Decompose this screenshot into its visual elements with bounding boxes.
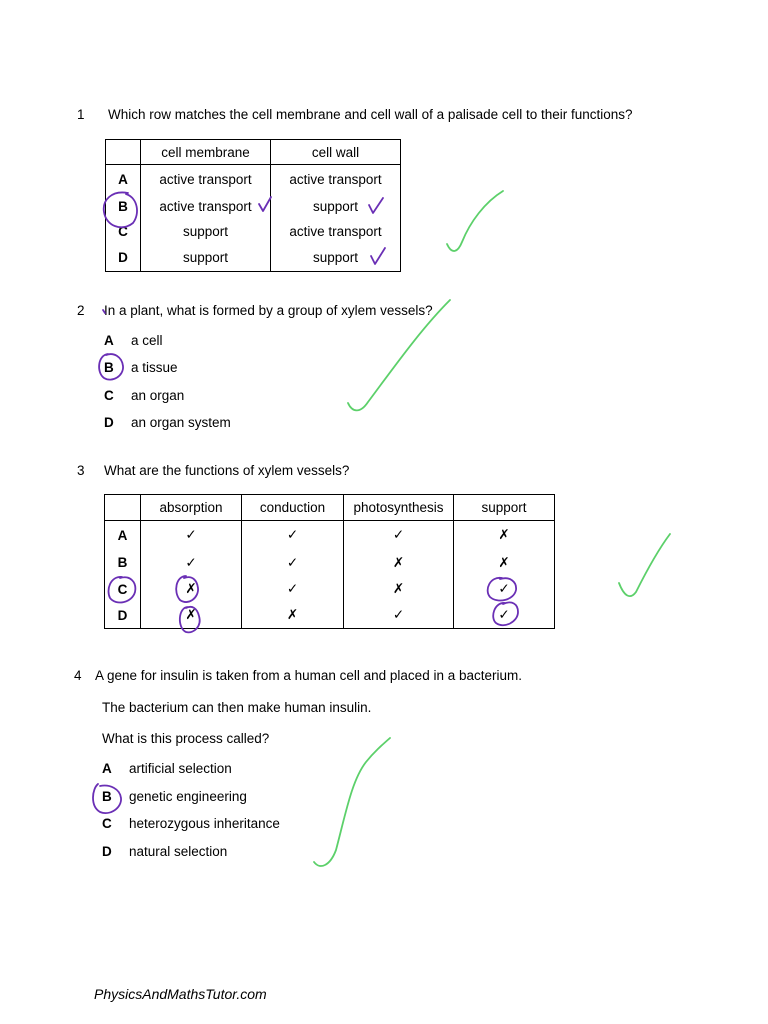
- option-text: heterozygous inheritance: [129, 816, 280, 831]
- table-cell: ✓: [140, 549, 242, 576]
- table-row: B ✓ ✓ ✗ ✗: [104, 549, 555, 576]
- row-letter: D: [104, 602, 141, 629]
- tick-mark-icon: [446, 190, 504, 252]
- question-2-text: In a plant, what is formed by a group of…: [104, 303, 433, 318]
- option-text: an organ: [131, 388, 185, 403]
- table-cell: ✗: [343, 575, 454, 603]
- row-letter: C: [104, 575, 141, 603]
- table-cell: active transport: [140, 164, 271, 194]
- question-1-text: Which row matches the cell membrane and …: [108, 107, 633, 122]
- table-header-conduction: conduction: [241, 494, 344, 521]
- option-letter: C: [104, 388, 114, 403]
- option-text: genetic engineering: [129, 789, 247, 804]
- question-2-number: 2: [77, 303, 85, 318]
- table-header-blank: [105, 139, 141, 165]
- table-row: C ✗ ✓ ✗ ✓: [104, 575, 555, 603]
- option-text: a tissue: [131, 360, 178, 375]
- question-3-text: What are the functions of xylem vessels?: [104, 463, 350, 478]
- table-cell: active transport: [270, 164, 401, 194]
- table-cell: ✗: [453, 520, 555, 550]
- table-header-support: support: [453, 494, 555, 521]
- row-letter: A: [105, 164, 141, 194]
- table-cell: ✓: [241, 549, 344, 576]
- table-header-blank: [104, 494, 141, 521]
- option-letter: B: [104, 360, 114, 375]
- question-1-table: cell membrane cell wall A active transpo…: [105, 139, 401, 272]
- table-row: D ✗ ✗ ✓ ✓: [104, 602, 555, 629]
- table-header-photosynthesis: photosynthesis: [343, 494, 454, 521]
- option-letter: A: [102, 761, 112, 776]
- table-cell: ✓: [241, 520, 344, 550]
- table-cell: ✓: [140, 520, 242, 550]
- table-row: A ✓ ✓ ✓ ✗: [104, 520, 555, 550]
- table-cell: ✓: [453, 602, 555, 629]
- table-cell: support: [140, 218, 271, 244]
- option-letter: A: [104, 333, 114, 348]
- option-text: natural selection: [129, 844, 228, 859]
- question-4-line-2: The bacterium can then make human insuli…: [102, 700, 372, 715]
- option-text: artificial selection: [129, 761, 232, 776]
- table-row: D support support: [105, 243, 401, 272]
- option-letter: C: [102, 816, 112, 831]
- table-header-cell-wall: cell wall: [270, 139, 401, 165]
- question-4-line-3: What is this process called?: [102, 731, 270, 746]
- table-row: B active transport support: [105, 193, 401, 219]
- question-3-table: absorption conduction photosynthesis sup…: [104, 494, 555, 629]
- table-cell: ✗: [241, 602, 344, 629]
- footer-brand: PhysicsAndMathsTutor.com: [94, 986, 267, 1002]
- option-letter: D: [104, 415, 114, 430]
- row-letter: B: [105, 193, 141, 219]
- tick-mark-icon: [313, 737, 391, 867]
- table-row: C support active transport: [105, 218, 401, 244]
- table-cell: ✗: [140, 575, 242, 603]
- row-letter: B: [104, 549, 141, 576]
- table-cell: active transport: [140, 193, 271, 219]
- table-row: A active transport active transport: [105, 164, 401, 194]
- question-4-number: 4: [74, 668, 82, 683]
- option-letter: D: [102, 844, 112, 859]
- table-cell: ✗: [453, 549, 555, 576]
- question-1-number: 1: [77, 107, 85, 122]
- row-letter: A: [104, 520, 141, 550]
- table-cell: ✓: [343, 602, 454, 629]
- table-cell: ✗: [343, 549, 454, 576]
- table-header-absorption: absorption: [140, 494, 242, 521]
- table-cell: ✓: [453, 575, 555, 603]
- table-cell: active transport: [270, 218, 401, 244]
- question-4-text: A gene for insulin is taken from a human…: [95, 668, 522, 683]
- table-cell: ✓: [343, 520, 454, 550]
- table-cell: ✗: [140, 602, 242, 629]
- tick-mark-icon: [618, 533, 671, 597]
- table-cell: support: [270, 243, 401, 272]
- row-letter: C: [105, 218, 141, 244]
- table-cell: support: [140, 243, 271, 272]
- option-text: an organ system: [131, 415, 231, 430]
- option-text: a cell: [131, 333, 163, 348]
- row-letter: D: [105, 243, 141, 272]
- question-3-number: 3: [77, 463, 85, 478]
- option-letter: B: [102, 789, 112, 804]
- table-header-cell-membrane: cell membrane: [140, 139, 271, 165]
- table-cell: support: [270, 193, 401, 219]
- table-cell: ✓: [241, 575, 344, 603]
